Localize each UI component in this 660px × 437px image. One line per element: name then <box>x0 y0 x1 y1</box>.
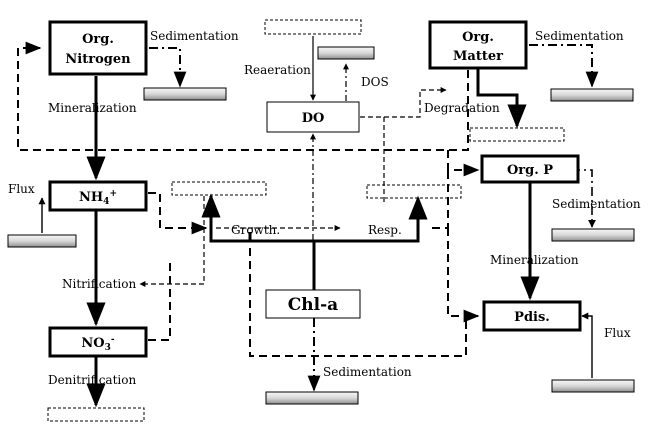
box-org-matter-line2: Matter <box>453 49 503 64</box>
arrow-growth <box>201 193 316 290</box>
label-sedimentation-orgp: Sedimentation <box>552 197 641 211</box>
label-flux-nh4: Flux <box>8 182 35 196</box>
placeholder-nh4-right <box>171 181 267 196</box>
label-sedimentation-orgm: Sedimentation <box>535 29 624 43</box>
box-org-p[interactable]: Org. P <box>480 154 580 184</box>
arrow-resp <box>314 195 428 243</box>
label-dos: DOS <box>361 75 389 89</box>
box-nh4-label: NH4+ <box>79 189 117 207</box>
state-boxes: Org. Nitrogen Org. Matter DO NH4+ Org. P… <box>48 20 582 358</box>
sinks <box>7 19 635 422</box>
box-pdis-label: Pdis. <box>514 310 550 325</box>
label-sedimentation-chla: Sedimentation <box>323 365 412 379</box>
box-do-label: DO <box>302 111 325 126</box>
connectors <box>17 36 599 408</box>
label-mineralization-n: Mineralization <box>48 101 137 115</box>
label-reaeration: Reaeration <box>244 63 311 77</box>
arrow-orgn-sedimentation <box>149 47 187 88</box>
label-flux-pdis: Flux <box>604 326 631 340</box>
sink-orgp-sed <box>551 228 635 242</box>
box-pdis[interactable]: Pdis. <box>482 300 582 332</box>
box-do[interactable]: DO <box>266 101 360 133</box>
placeholder-do-top <box>264 19 362 35</box>
label-degradation: Degradation <box>424 101 500 115</box>
box-no3[interactable]: NO3- <box>48 326 148 358</box>
sink-flux-pdis <box>551 379 635 393</box>
box-org-nitrogen[interactable]: Org. Nitrogen <box>48 20 148 76</box>
sink-do-source <box>317 46 375 60</box>
label-mineralization-p: Mineralization <box>490 253 579 267</box>
label-growth: Growth. <box>231 223 280 237</box>
sink-orgm-sed <box>550 88 634 102</box>
dashed-to-orgp <box>447 150 480 177</box>
arrow-orgm-sedimentation <box>529 44 599 88</box>
dashed-no3-to-growth <box>148 262 171 341</box>
sink-chla-sed <box>265 391 359 405</box>
arrow-orgm-degradation <box>476 66 527 129</box>
placeholder-resp <box>366 184 462 199</box>
arrow-flux-pdis <box>581 312 593 378</box>
arrow-do-degradation <box>360 87 447 118</box>
dashed-return-loop <box>17 41 469 151</box>
sink-flux-nh4 <box>7 234 77 248</box>
box-chl-a-label: Chl-a <box>288 295 338 315</box>
dashed-chla-to-pdis <box>249 248 467 357</box>
dashed-nh4-to-growth <box>148 192 208 235</box>
box-chl-a[interactable]: Chl-a <box>265 289 361 319</box>
sink-orgn-sed <box>143 87 227 101</box>
box-nh4[interactable]: NH4+ <box>48 180 148 212</box>
box-org-nitrogen-line2: Nitrogen <box>65 52 131 67</box>
box-org-p-label: Org. P <box>507 163 553 178</box>
dashed-resp-to-orgp <box>432 170 449 229</box>
box-no3-label: NO3- <box>81 335 114 353</box>
placeholder-denitrification <box>47 407 145 422</box>
placeholder-degradation <box>469 127 565 142</box>
box-org-nitrogen-line1: Org. <box>82 32 114 47</box>
process-labels: Sedimentation Sedimentation Sedimentatio… <box>8 29 641 387</box>
label-resp: Resp. <box>368 223 402 237</box>
box-org-matter[interactable]: Org. Matter <box>428 20 528 70</box>
dashed-growth-to-nitrification <box>139 196 205 287</box>
label-sedimentation-orgn: Sedimentation <box>150 29 239 43</box>
label-denitrification: Denitrification <box>48 373 136 387</box>
label-nitrification: Nitrification <box>62 277 136 291</box>
box-org-matter-line1: Org. <box>462 30 494 45</box>
dashed-to-pdis <box>447 228 480 323</box>
